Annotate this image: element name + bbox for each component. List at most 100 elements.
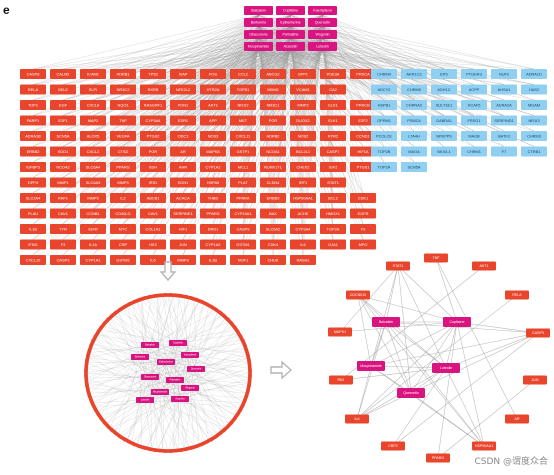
target-label-blue: NKX3-1 [437,149,451,154]
target-node-red [50,146,76,157]
target-node-blue [521,69,547,79]
target-label-red: ODC1 [178,134,189,139]
circle-edge [139,356,250,369]
target-label-blue: ACPP [469,87,480,92]
target-node-blue [491,115,517,126]
target-node-red [290,100,316,110]
target-label-red: PPARA [237,196,250,201]
circle-hub-node [187,366,205,372]
circle-edge [189,387,195,447]
compound-node [276,30,305,39]
target-label-red: MDM2 [267,87,278,92]
target-node-red [20,131,46,141]
target-node-red [200,162,226,172]
circle-edge [165,308,214,363]
target-label-red: CYP1A1 [206,165,221,170]
target-label-red: IGFBP3 [26,165,40,170]
target-node-red [50,100,76,110]
target-node-red [200,239,226,250]
target-label-red: SPP1 [298,72,308,77]
compound-label: Quercetin [315,21,331,25]
top-edge [322,26,415,163]
zoom-hub-label: Coptisine [450,320,465,324]
target-node-blue [461,115,487,126]
target-node-red [140,239,166,250]
top-edge [290,50,385,147]
target-node-blue [401,100,427,110]
target-label-blue: LTA4H [408,134,420,139]
circle-hub-label: Palmatine [170,379,181,382]
target-node-red [230,224,256,234]
circle-edge [144,399,227,429]
circle-edge [165,361,214,438]
circle-edge [189,367,250,389]
target-label-red: NFE2L2 [176,87,190,92]
target-node-red [260,255,286,265]
target-label-blue: ADRA2A [496,103,512,108]
target-node-blue [371,84,397,95]
target-node-red [50,69,76,79]
target-node-red [50,115,76,126]
target-label-red: EDN1 [178,180,188,185]
target-node-red [110,131,136,141]
zoom-target-label: CASP3 [532,331,544,335]
zoom-hub-node [432,363,460,373]
target-node-red [260,84,286,95]
circle-hub-label: Quercetin [191,368,202,371]
target-node-red [110,193,136,203]
target-node-red [80,193,106,203]
circle-edge [189,303,205,356]
target-node-blue [371,162,397,172]
target-label-red: E2F1 [58,118,67,123]
target-label-blue: CHRM4 [377,72,392,77]
top-edge [322,50,415,147]
zoom-edge [435,257,518,420]
target-label-red: SLC6A4 [86,165,101,170]
circle-edge [195,368,244,403]
target-label-red: CYP3A4 [296,227,312,232]
target-node-red [20,193,46,203]
zoom-hub-label: Quercetin [403,391,419,395]
target-label-red: IL6 [150,258,155,263]
target-label-red: MMP3 [117,180,128,185]
circle-edge [174,338,242,381]
target-node-red [230,177,256,188]
target-label-red: SCN5A [57,134,70,139]
target-node-red [290,69,316,79]
zoom-edge [357,294,458,323]
circle-edge [195,329,237,370]
target-node-red [260,224,286,234]
circle-edge [113,314,151,346]
circle-edge [177,300,200,344]
circle-edge [141,299,146,401]
circle-edge [139,305,210,358]
target-node-red [110,177,136,188]
target-label-red: IL6 [300,242,305,247]
target-node-blue [491,100,517,110]
target-label-red: FOS [209,72,217,77]
circle-edge [94,338,167,363]
circle-hub-label: Epiberberine [159,361,173,364]
target-label-red: CYP3A4 [146,118,162,123]
target-label-blue: HSPB1 [378,103,391,108]
target-node-red [230,131,256,141]
zoom-edge [370,265,399,367]
target-label-red: CYP19A1 [234,211,251,216]
target-node-red [140,177,166,188]
circle-edge [149,329,237,346]
target-label-red: BAX [269,211,277,216]
target-label-red: HSP90AA1 [293,196,313,201]
target-label-red: ALOX5 [87,134,100,139]
target-label-red: IL2 [120,196,125,201]
target-node-red [110,115,136,126]
circle-edge [189,354,249,389]
circle-edge [189,343,244,389]
compound-node [244,6,273,15]
target-label-red: SLC6A3 [86,180,101,185]
target-label-red: RYR2 [328,134,338,139]
circle-edge [96,333,181,400]
target-label-blue: OPRM1 [377,118,391,123]
top-edge [322,50,364,147]
zoom-target-node [505,414,529,424]
